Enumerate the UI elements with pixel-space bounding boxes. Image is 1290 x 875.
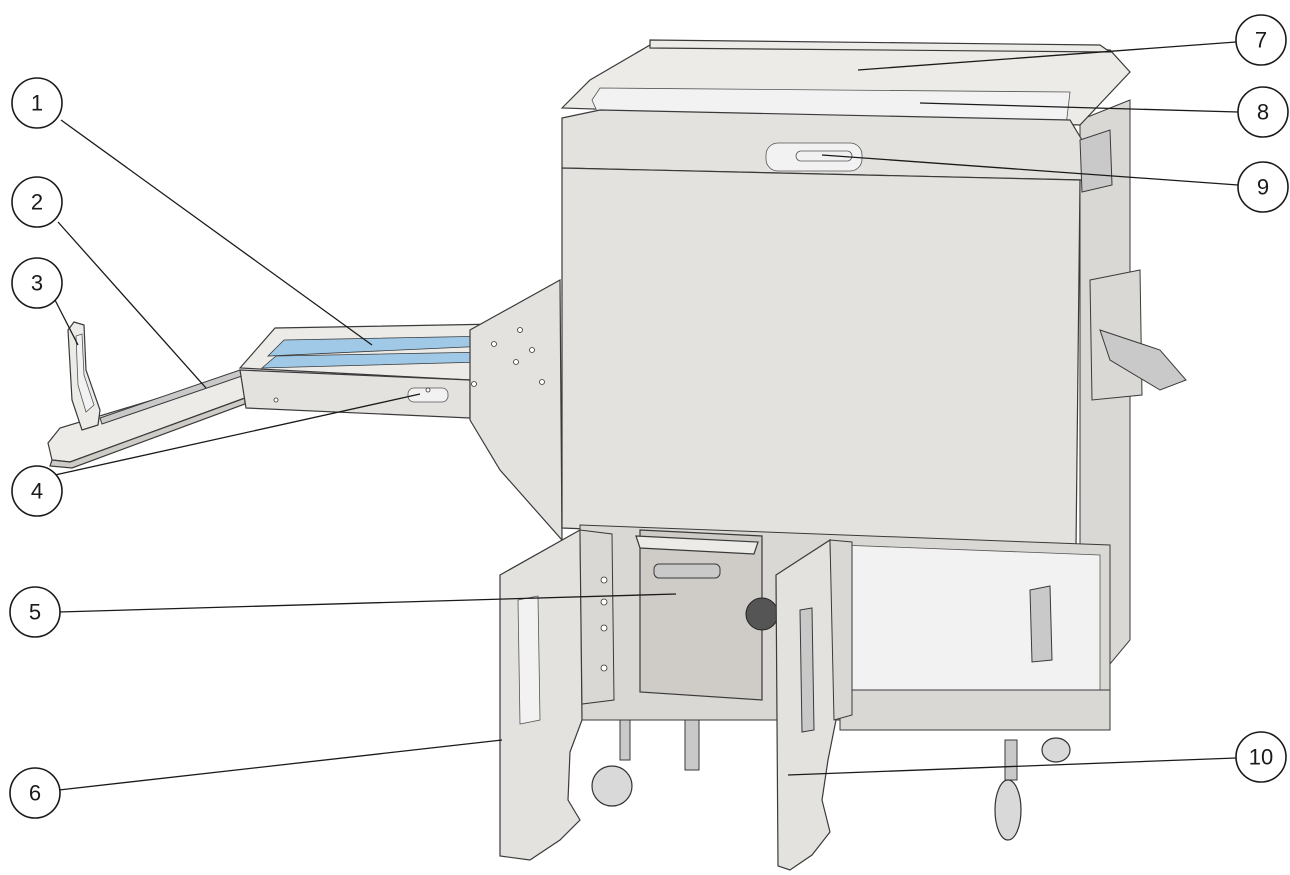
leader-4 [54,393,421,476]
callout-number: 2 [31,190,43,215]
leader-9 [821,154,1239,186]
leader-2 [57,221,207,389]
callout-2: 2 [11,176,63,228]
leader-7 [857,41,1237,71]
callout-3: 3 [11,257,63,309]
callout-number: 4 [31,479,43,504]
callout-8: 8 [1237,86,1289,138]
callout-number: 7 [1255,28,1267,53]
leader-8 [919,102,1239,113]
callout-number: 10 [1249,745,1273,770]
callout-9: 9 [1237,161,1289,213]
leader-lines [54,41,1239,791]
callout-number: 8 [1257,100,1269,125]
callout-number: 9 [1257,175,1269,200]
callouts: 1 2 3 4 5 6 7 8 [9,14,1289,819]
callout-number: 6 [29,781,41,806]
leader-10 [787,757,1237,776]
feed-table [47,278,563,542]
callout-4: 4 [11,465,63,517]
callout-6: 6 [9,767,61,819]
main-cabinet [560,39,1187,702]
leader-6 [58,739,503,791]
left-door [499,528,615,861]
callout-number: 5 [29,600,41,625]
machine-illustration [47,39,1187,871]
right-door [775,538,853,871]
callout-7: 7 [1235,14,1287,66]
callout-5: 5 [9,586,61,638]
callout-1: 1 [11,77,63,129]
callout-number: 1 [31,91,43,116]
leader-5 [58,593,677,613]
leader-3 [54,299,79,346]
callout-number: 3 [31,271,43,296]
leader-1 [60,119,373,346]
callout-10: 10 [1235,731,1287,783]
